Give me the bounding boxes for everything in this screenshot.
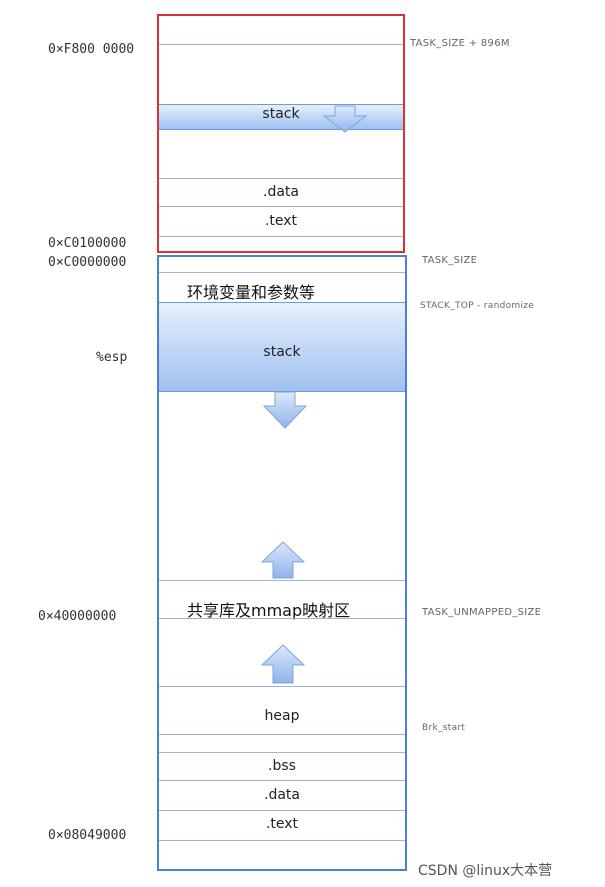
user-divider: [159, 580, 405, 581]
kernel-divider: [159, 44, 403, 45]
kernel-divider: [159, 206, 403, 207]
address-label: 0×40000000: [38, 609, 117, 624]
address-label: 0×C0100000: [48, 236, 127, 251]
kernel-divider: [159, 236, 403, 237]
user-divider: [159, 618, 405, 619]
esp-label: %esp: [96, 350, 128, 365]
user-stack-band: [159, 302, 405, 392]
up-arrow-icon: [260, 644, 306, 684]
side-label: TASK_SIZE: [422, 255, 478, 266]
kernel-data-label: .data: [263, 184, 299, 200]
side-label: STACK_TOP - randomize: [420, 301, 535, 311]
user-divider: [159, 752, 405, 753]
user-divider: [159, 734, 405, 735]
kernel-stack-label: stack: [262, 106, 300, 122]
address-label: 0×C0000000: [48, 255, 127, 270]
heap-label: heap: [264, 708, 300, 724]
kernel-text-label: .text: [264, 213, 298, 229]
user-text-label: .text: [265, 816, 299, 832]
address-label: 0×08049000: [48, 828, 127, 843]
kernel-region: [157, 14, 405, 253]
side-label: TASK_UNMAPPED_SIZE: [422, 607, 542, 618]
bss-label: .bss: [268, 758, 296, 774]
user-data-label: .data: [264, 787, 300, 803]
user-divider: [159, 840, 405, 841]
shared-label: 共享库及mmap映射区: [187, 601, 351, 620]
user-divider: [159, 780, 405, 781]
address-label: 0×F800 0000: [48, 42, 135, 57]
user-divider: [159, 686, 405, 687]
down-arrow-icon: [322, 105, 368, 133]
kernel-divider: [159, 178, 403, 179]
env-label: 环境变量和参数等: [187, 283, 316, 302]
side-label: TASK_SIZE + 896M: [410, 38, 510, 49]
down-arrow-icon: [262, 391, 308, 429]
up-arrow-icon: [260, 541, 306, 579]
watermark: CSDN @linux大本营: [418, 863, 553, 879]
user-divider: [159, 810, 405, 811]
side-label: Brk_start: [422, 723, 466, 733]
user-region: [157, 255, 407, 871]
user-stack-label: stack: [263, 344, 301, 360]
user-divider: [159, 272, 405, 273]
